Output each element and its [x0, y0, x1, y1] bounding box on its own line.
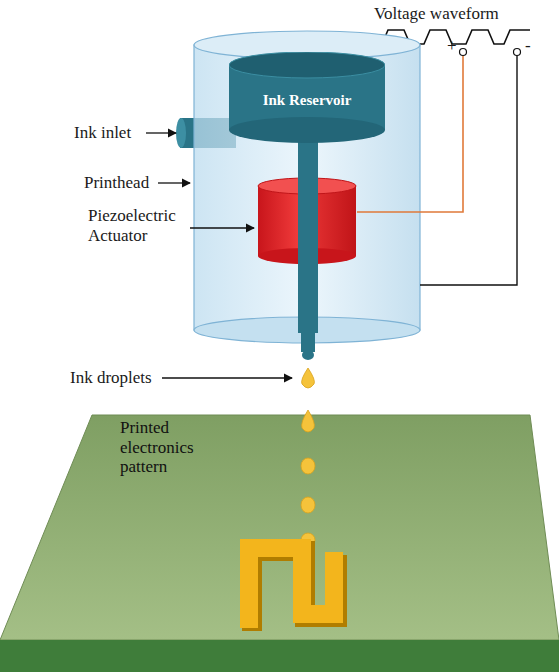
substrate-top — [0, 415, 559, 640]
part-label: Ink droplets — [70, 368, 152, 388]
leader-arrow — [158, 182, 190, 183]
substrate-edge — [0, 640, 559, 672]
leader-arrow — [162, 377, 292, 378]
reservoir-bottom — [229, 117, 385, 143]
ink-reservoir-label: Ink Reservoir — [257, 92, 357, 109]
part-label: Piezoelectric Actuator — [88, 206, 186, 245]
part-label: Printhead — [84, 173, 149, 193]
positive-terminal — [460, 49, 467, 56]
nozzle — [301, 330, 315, 352]
negative-wire — [420, 55, 517, 285]
ink-inlet-end — [176, 118, 186, 148]
leader-arrow — [190, 227, 254, 228]
ink-droplet — [302, 368, 315, 388]
part-label: Ink inlet — [74, 123, 131, 143]
substrate-plate-shape — [0, 398, 559, 672]
substrate-plate-label: Printed electronics pattern — [120, 418, 238, 477]
reservoir-top — [229, 52, 385, 78]
terminal-sign: - — [525, 36, 531, 56]
nozzle-meniscus — [302, 350, 314, 360]
leader-arrow — [146, 132, 176, 133]
terminal-sign: + — [447, 36, 457, 56]
substrate-plate: Printed electronics pattern — [0, 398, 559, 672]
figure-title: Voltage waveform — [374, 4, 499, 24]
ink-channel — [298, 128, 318, 333]
negative-terminal — [514, 49, 521, 56]
ink-reservoir: Ink Reservoir — [229, 52, 385, 144]
